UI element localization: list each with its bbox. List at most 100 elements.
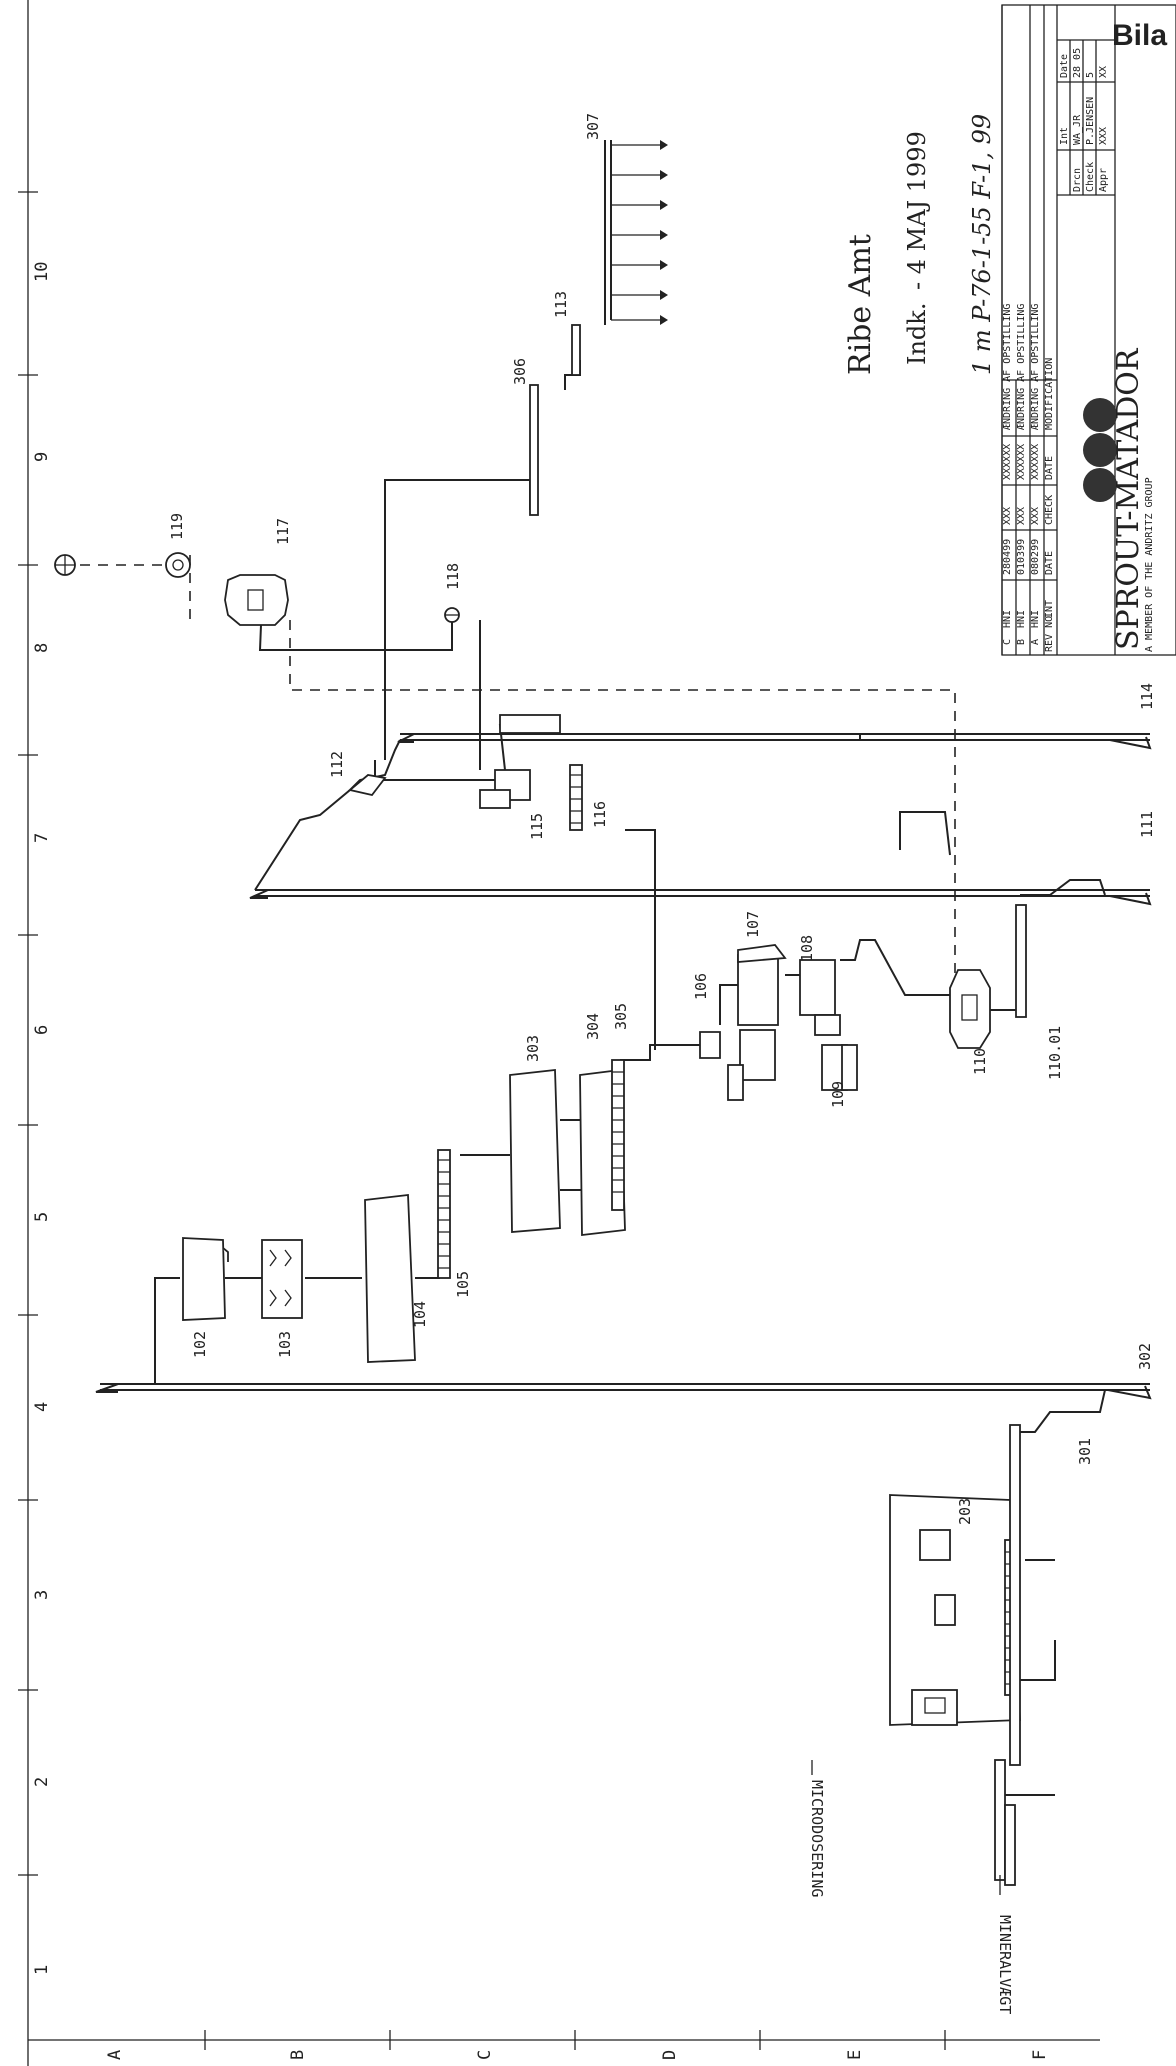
- elevator-302: [95, 1383, 1152, 1400]
- stamp-received-prefix: Indk.: [903, 303, 931, 365]
- sign-check-name: P.JENSEN: [1085, 97, 1096, 145]
- equipment-301-shape: [1009, 1424, 1021, 1766]
- dashed-lines: [189, 555, 956, 1040]
- sign-drawn-date: 28 05: [1072, 48, 1083, 78]
- drawing-frame: [18, 0, 1100, 2066]
- rev-c-init: HNI: [1002, 610, 1013, 628]
- rev-b-date: 010399: [1016, 539, 1027, 575]
- label-113: 113: [552, 291, 570, 318]
- sign-label-drawn: Drcn: [1072, 168, 1083, 192]
- equipment-303-shape: [509, 1068, 561, 1233]
- company-tagline: A MEMBER OF THE ANDRITZ GROUP: [1144, 477, 1155, 652]
- equipment-103-shape: [261, 1239, 303, 1319]
- grid-col-9: 9: [32, 452, 52, 462]
- elevator-111: [249, 889, 1152, 906]
- label-305: 305: [612, 1003, 630, 1030]
- grid-column-labels: 10 9 8 7 6 5 4 3 2 1: [32, 262, 52, 1975]
- label-102: 102: [191, 1331, 209, 1358]
- grid-col-2: 2: [32, 1777, 52, 1787]
- company-name: SPROUT-MATADOR: [1111, 347, 1146, 650]
- label-301: 301: [1076, 1438, 1094, 1465]
- rev-header-check-date: DATE: [1044, 456, 1055, 480]
- input-micro-label: MICRODOSERING: [808, 1780, 826, 1897]
- rev-a-check: XXX: [1030, 507, 1041, 525]
- label-111: 111: [1138, 811, 1156, 838]
- label-302: 302: [1136, 1343, 1154, 1370]
- grid-col-8: 8: [32, 643, 52, 653]
- sign-header-init: Int: [1059, 127, 1070, 145]
- label-110: 110: [971, 1048, 989, 1075]
- equipment-115-shape: [479, 769, 531, 809]
- equipment-116-shape: [569, 764, 583, 831]
- label-203: 203: [956, 1498, 974, 1525]
- rev-c-id: C: [1002, 639, 1013, 645]
- rev-b-id: B: [1016, 639, 1027, 645]
- label-116: 116: [591, 801, 609, 828]
- equipment-110-01-shape: [1015, 904, 1027, 1018]
- grid-col-3: 3: [32, 1590, 52, 1600]
- equipment-107-shape: [727, 944, 787, 1101]
- rev-a-date: 080299: [1030, 539, 1041, 575]
- equipment-labels: 102 103 104 105 106 107 108 109 110 110.…: [168, 113, 1156, 1525]
- stamp-handwritten: 1 m P-76-1-55 F-1, 99: [968, 114, 996, 375]
- received-stamp: Ribe Amt Indk. - 4 MAJ 1999 1 m P-76-1-5…: [843, 114, 996, 375]
- grid-row-labels: A B C D E F: [105, 2050, 1050, 2060]
- inlet-conveyors: [994, 1759, 1016, 1886]
- equipment-106-shape: [699, 1031, 721, 1059]
- rev-header-init: INT: [1044, 600, 1055, 618]
- rev-b-init: HNI: [1016, 610, 1027, 628]
- equipment-118-shape: [444, 607, 460, 623]
- grid-row-a: A: [105, 2050, 125, 2060]
- equipment-112-shape: [348, 774, 387, 797]
- label-109: 109: [829, 1081, 847, 1108]
- rev-header-date: DATE: [1044, 551, 1055, 575]
- title-block: C HNI 280499 XXX XXXXXX ÆNDRING AF OPSTI…: [1001, 4, 1176, 656]
- label-306: 306: [511, 358, 529, 385]
- label-303: 303: [524, 1035, 542, 1062]
- equipment-113-shape: [571, 324, 581, 376]
- sign-appr-date: XX: [1098, 66, 1109, 78]
- label-108: 108: [798, 935, 816, 962]
- rev-a-text: ÆNDRING AF OPSTILLING: [1030, 304, 1041, 430]
- grid-col-5: 5: [32, 1212, 52, 1222]
- label-307: 307: [584, 113, 602, 140]
- equipment-109-shape: [821, 1044, 858, 1091]
- label-304: 304: [584, 1013, 602, 1040]
- manifold-307: [611, 140, 668, 325]
- label-107: 107: [744, 911, 762, 938]
- stamp-received-date: - 4 MAJ 1999: [903, 131, 931, 290]
- label-114: 114: [1138, 683, 1156, 710]
- grid-col-4: 4: [32, 1402, 52, 1412]
- grid-col-7: 7: [32, 833, 52, 843]
- equipment-box-shape: [499, 714, 561, 734]
- sign-label-check: Check: [1085, 162, 1096, 192]
- label-104: 104: [411, 1301, 429, 1328]
- input-labels: MINERALVÆGT MICRODOSERING: [808, 1760, 1014, 2014]
- grid-col-10: 10: [32, 262, 52, 282]
- equipment-203-shape: [889, 1494, 1021, 1726]
- equipment-305-shape: [611, 1059, 625, 1211]
- label-103: 103: [276, 1331, 294, 1358]
- equipment-102-shape: [182, 1237, 229, 1321]
- rev-c-check: XXX: [1002, 507, 1013, 525]
- grid-row-c: C: [475, 2050, 495, 2060]
- equipment-117-shape: [224, 574, 289, 626]
- grid-row-f: F: [1030, 2050, 1050, 2060]
- label-119: 119: [168, 513, 186, 540]
- grid-col-6: 6: [32, 1025, 52, 1035]
- rev-header-rev: REV NO: [1044, 616, 1055, 652]
- rev-a-id: A: [1030, 639, 1041, 645]
- sign-appr-name: XXX: [1098, 127, 1109, 145]
- title-heading: Bila: [1112, 19, 1167, 52]
- label-105: 105: [454, 1271, 472, 1298]
- rev-a-init: HNI: [1030, 610, 1041, 628]
- label-117: 117: [274, 518, 292, 545]
- equipment-306-shape: [529, 384, 539, 516]
- elevator-114: [397, 733, 1152, 750]
- rev-c-text: ÆNDRING AF OPSTILLING: [1002, 304, 1013, 430]
- rev-a-check-date: XXXXXX: [1030, 444, 1041, 480]
- rev-b-check: XXX: [1016, 507, 1027, 525]
- sign-header-date: Date: [1059, 54, 1070, 78]
- rev-header-check: CHECK: [1044, 495, 1055, 525]
